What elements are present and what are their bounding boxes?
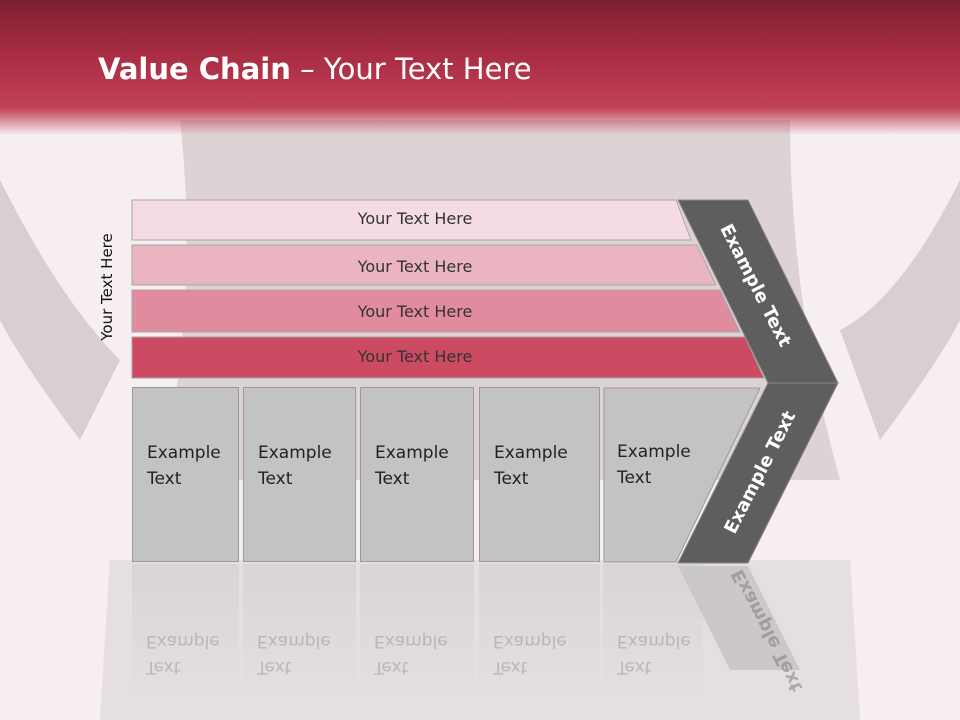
column-4-reflection-line1: Example <box>493 631 567 651</box>
band-1 <box>131 199 692 241</box>
title-bold: Value Chain <box>98 52 291 86</box>
band-4 <box>131 336 765 379</box>
page-title: Value Chain – Your Text Here <box>98 52 532 86</box>
column-5-reflection-line1: Example <box>617 631 691 651</box>
band-4-label: Your Text Here <box>357 347 473 366</box>
column-3-reflection-line1: Example <box>374 631 448 651</box>
column-3-reflection: Text Example <box>360 564 474 704</box>
column-4-reflection: Text Example <box>479 564 600 704</box>
column-4-line1: Example <box>494 443 568 463</box>
column-1-reflection-line1: Example <box>146 631 220 651</box>
column-4-reflection-line2: Text <box>493 657 528 677</box>
column-5-line1: Example <box>617 442 691 462</box>
column-3-line1: Example <box>375 443 449 463</box>
band-3-label: Your Text Here <box>357 302 473 321</box>
column-1-line2: Text <box>147 469 182 489</box>
column-2-reflection-line1: Example <box>257 631 331 651</box>
column-1-reflection: Text Example <box>132 564 239 704</box>
column-5-reflection-line2: Text <box>617 657 652 677</box>
column-3-reflection-line2: Text <box>374 657 409 677</box>
chevron-bottom <box>677 382 839 564</box>
column-1-line1: Example <box>147 443 221 463</box>
column-3-line2: Text <box>375 469 410 489</box>
column-5-shape <box>603 387 761 563</box>
column-2-reflection: Text Example <box>243 564 356 704</box>
title-rest: – Your Text Here <box>290 52 532 86</box>
title-band <box>0 0 960 135</box>
band-2 <box>131 244 717 286</box>
column-5-line2: Text <box>617 468 652 488</box>
column-5-reflection: Text Example <box>603 564 703 704</box>
column-2-line2: Text <box>258 469 293 489</box>
band-3 <box>131 289 741 333</box>
column-2-reflection-line2: Text <box>257 657 292 677</box>
band-1-label: Your Text Here <box>357 209 473 228</box>
column-1-reflection-line2: Text <box>146 657 181 677</box>
band-2-label: Your Text Here <box>357 257 473 276</box>
chevron-reflection <box>678 566 800 670</box>
column-2-line1: Example <box>258 443 332 463</box>
column-4-line2: Text <box>494 469 529 489</box>
